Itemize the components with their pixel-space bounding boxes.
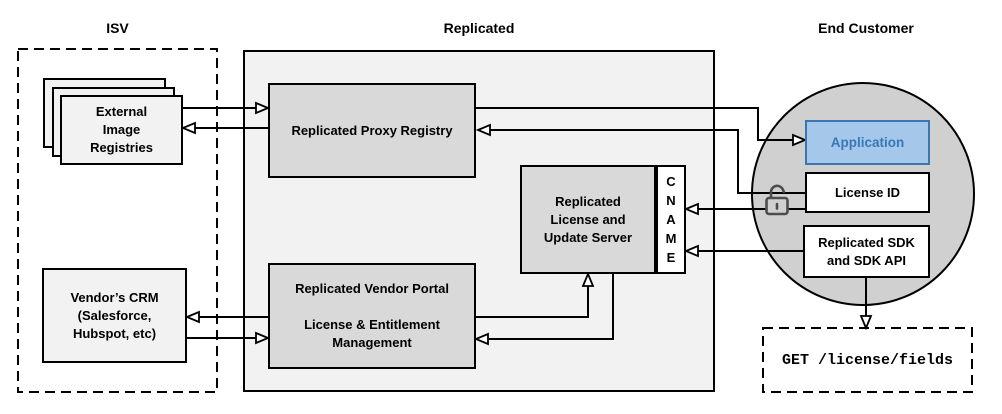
arrowhead-down-icon xyxy=(859,315,873,331)
external-image-registries-node: External Image Registries xyxy=(60,95,183,165)
license-id-label: License ID xyxy=(834,184,901,200)
license-id-node: License ID xyxy=(805,172,930,213)
arrow-portal-to-license-server xyxy=(476,286,589,318)
arrowhead-up-icon xyxy=(581,271,595,287)
arrowhead-left-icon xyxy=(475,123,491,137)
vendor-portal-label: Replicated Vendor Portal License & Entit… xyxy=(295,281,449,350)
cname-label: C N A M E xyxy=(665,174,677,265)
arrowhead-left-icon xyxy=(683,244,699,258)
end-customer-section-title: End Customer xyxy=(818,20,914,36)
license-update-server-label: Replicated License and Update Server xyxy=(543,193,633,245)
arrow-proxy-to-application xyxy=(476,107,793,141)
get-endpoint-label: GET /license/fields xyxy=(781,351,954,369)
vendor-portal-node: Replicated Vendor Portal License & Entit… xyxy=(268,263,476,369)
replicated-sdk-label: Replicated SDK and SDK API xyxy=(818,234,915,268)
arrowhead-right-icon xyxy=(255,331,271,345)
get-endpoint-node: GET /license/fields xyxy=(763,328,972,392)
arrowhead-left-icon xyxy=(184,310,200,324)
application-label: Application xyxy=(830,134,905,150)
external-image-registries-label: External Image Registries xyxy=(90,104,153,155)
license-update-server-node: Replicated License and Update Server xyxy=(520,165,656,274)
open-padlock-icon xyxy=(765,184,789,216)
vendors-crm-label: Vendor’s CRM (Salesforce, Hubspot, etc) xyxy=(70,289,159,341)
arrowhead-left-icon xyxy=(180,121,196,135)
proxy-registry-node: Replicated Proxy Registry xyxy=(268,83,476,178)
isv-dashed-box xyxy=(17,48,218,393)
arrowhead-right-icon xyxy=(792,133,808,147)
arrowhead-left-icon xyxy=(473,332,489,346)
proxy-registry-label: Replicated Proxy Registry xyxy=(291,122,453,138)
vendors-crm-node: Vendor’s CRM (Salesforce, Hubspot, etc) xyxy=(42,268,187,363)
arrow-license-server-to-portal xyxy=(489,274,614,340)
get-endpoint-dashed-box xyxy=(762,327,973,393)
replicated-section-title: Replicated xyxy=(443,20,515,36)
isv-section-title: ISV xyxy=(106,20,129,36)
arrowhead-right-icon xyxy=(255,101,271,115)
cname-node: C N A M E xyxy=(656,165,686,274)
application-node: Application xyxy=(805,120,930,165)
arrowhead-left-icon xyxy=(683,202,699,216)
replicated-sdk-node: Replicated SDK and SDK API xyxy=(803,225,930,278)
